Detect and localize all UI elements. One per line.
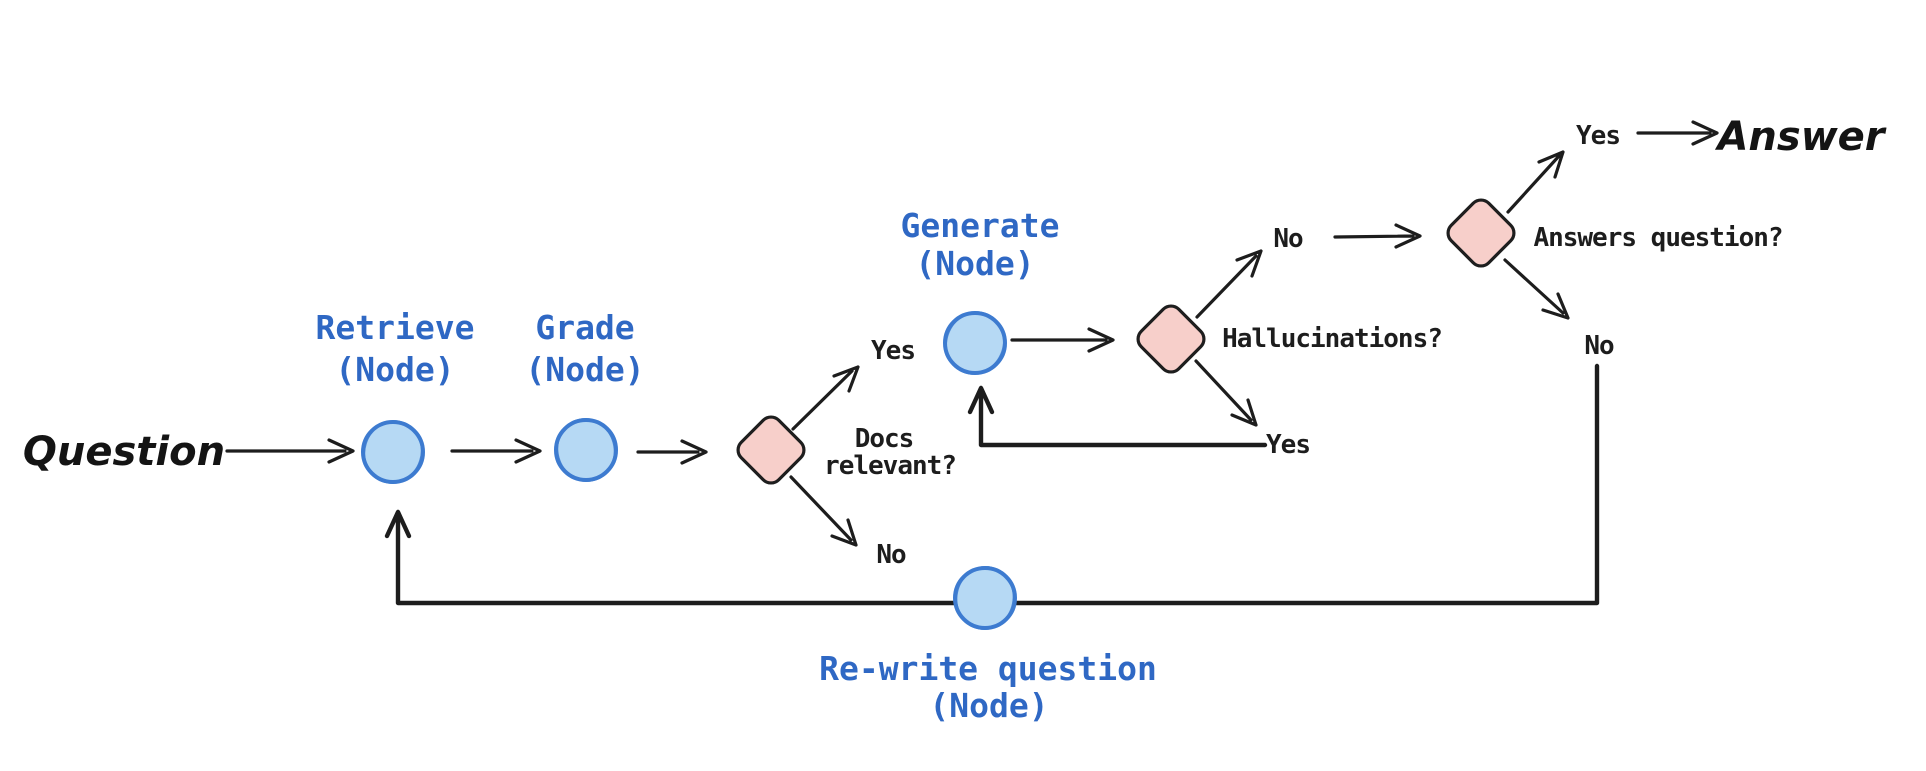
decision-hallucinations: Hallucinations? <box>1136 304 1443 374</box>
answer-output-label: Answer <box>1714 114 1886 160</box>
answers-question-diamond <box>1446 198 1516 268</box>
edge-grade-to-docs-relevant <box>636 439 708 465</box>
retrieve-label-line2: (Node) <box>335 350 454 389</box>
grade-circle-sketch-outline <box>556 418 616 482</box>
hallucinations-question-label: Hallucinations? <box>1222 324 1442 354</box>
node-retrieve: Retrieve (Node) <box>316 308 475 484</box>
decision-answers-question: Answers question? <box>1446 198 1784 268</box>
generate-label-line1: Generate <box>901 206 1060 245</box>
grade-label-line2: (Node) <box>525 350 644 389</box>
generate-label-line2: (Node) <box>915 244 1034 283</box>
retrieve-circle-sketch-outline <box>363 420 423 484</box>
answers-question-label: Answers question? <box>1533 223 1782 253</box>
answers-question-yes-label: Yes <box>1576 121 1620 151</box>
node-generate: Generate (Node) <box>901 206 1060 375</box>
answers-question-no-label: No <box>1584 331 1614 361</box>
edge-no-to-answers-question <box>1333 223 1422 249</box>
docs-relevant-no-label: No <box>876 540 906 570</box>
rewrite-question-circle-sketch-outline <box>955 566 1015 630</box>
docs-relevant-yes-label: Yes <box>871 336 915 366</box>
edge-retrieve-to-grade <box>450 438 542 464</box>
edge-hallucinations-no <box>1195 249 1263 319</box>
node-grade: Grade (Node) <box>525 308 645 482</box>
node-rewrite-question: Re-write question (Node) <box>819 566 1157 725</box>
edge-docs-relevant-yes <box>791 365 860 431</box>
hallucinations-diamond <box>1136 304 1206 374</box>
docs-relevant-diamond <box>736 415 806 485</box>
edge-question-to-retrieve <box>225 438 355 464</box>
docs-relevant-question-line2: relevant? <box>824 451 956 481</box>
edge-docs-relevant-no <box>789 475 858 547</box>
docs-relevant-question-line1: Docs <box>855 424 914 454</box>
grade-label-line1: Grade <box>535 308 634 347</box>
edge-yes-loop-to-generate <box>967 385 1268 448</box>
edge-generate-to-hallucinations <box>1010 327 1115 353</box>
edge-hallucinations-yes <box>1194 359 1258 427</box>
question-input-label: Question <box>23 429 225 475</box>
rewrite-question-label-line2: (Node) <box>929 686 1048 725</box>
retrieve-label-line1: Retrieve <box>316 308 475 347</box>
hallucinations-no-label: No <box>1273 224 1303 254</box>
edge-labels: Yes No No Yes Yes No <box>871 121 1621 570</box>
edge-answers-question-no <box>1503 258 1570 320</box>
rewrite-question-label-line1: Re-write question <box>819 649 1157 688</box>
hallucinations-yes-label: Yes <box>1266 430 1310 460</box>
edge-answers-question-yes <box>1506 150 1565 214</box>
edge-yes-to-answer <box>1636 120 1719 146</box>
generate-circle-sketch-outline <box>945 311 1005 375</box>
decision-docs-relevant: Docs relevant? <box>736 415 957 485</box>
